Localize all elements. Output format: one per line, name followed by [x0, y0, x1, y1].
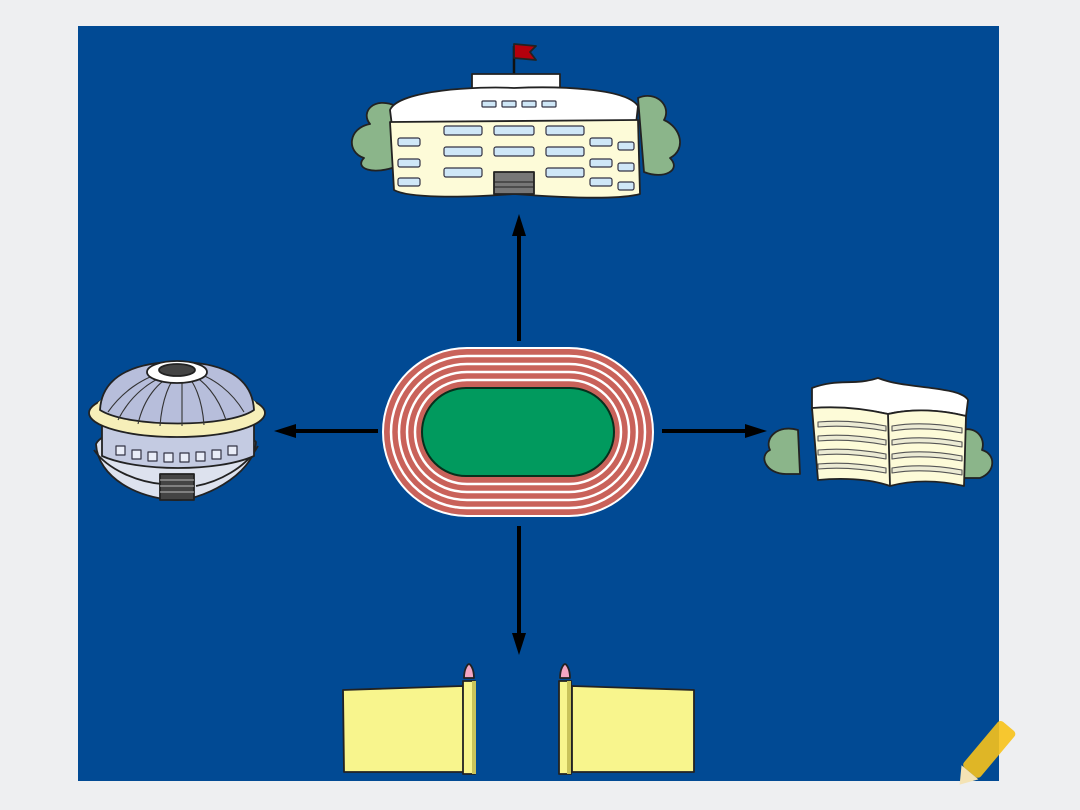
- gymnasium-icon: [88, 360, 266, 501]
- gate-wall-right: [571, 685, 695, 773]
- gate-lamp-right: [559, 663, 571, 679]
- gate-wall-left: [342, 685, 465, 773]
- school-gate-icon: [342, 663, 695, 775]
- slide: [78, 26, 999, 781]
- arrow-east: [662, 424, 767, 438]
- tree-right: [637, 95, 681, 176]
- tree-right: [961, 428, 994, 479]
- dormitory-building-icon: [763, 377, 994, 487]
- tree-left: [350, 102, 399, 172]
- teaching-building-icon: [350, 43, 681, 199]
- arrow-north: [512, 214, 526, 341]
- arrows: [274, 214, 767, 655]
- gate-lamp-left: [463, 663, 475, 679]
- tree-left: [763, 427, 801, 475]
- arrow-south: [512, 526, 526, 655]
- campus-direction-diagram: [78, 26, 999, 781]
- flag: [513, 43, 537, 61]
- arrow-west: [274, 424, 378, 438]
- running-track-icon: [382, 347, 654, 517]
- pencil-icon: [959, 720, 1016, 785]
